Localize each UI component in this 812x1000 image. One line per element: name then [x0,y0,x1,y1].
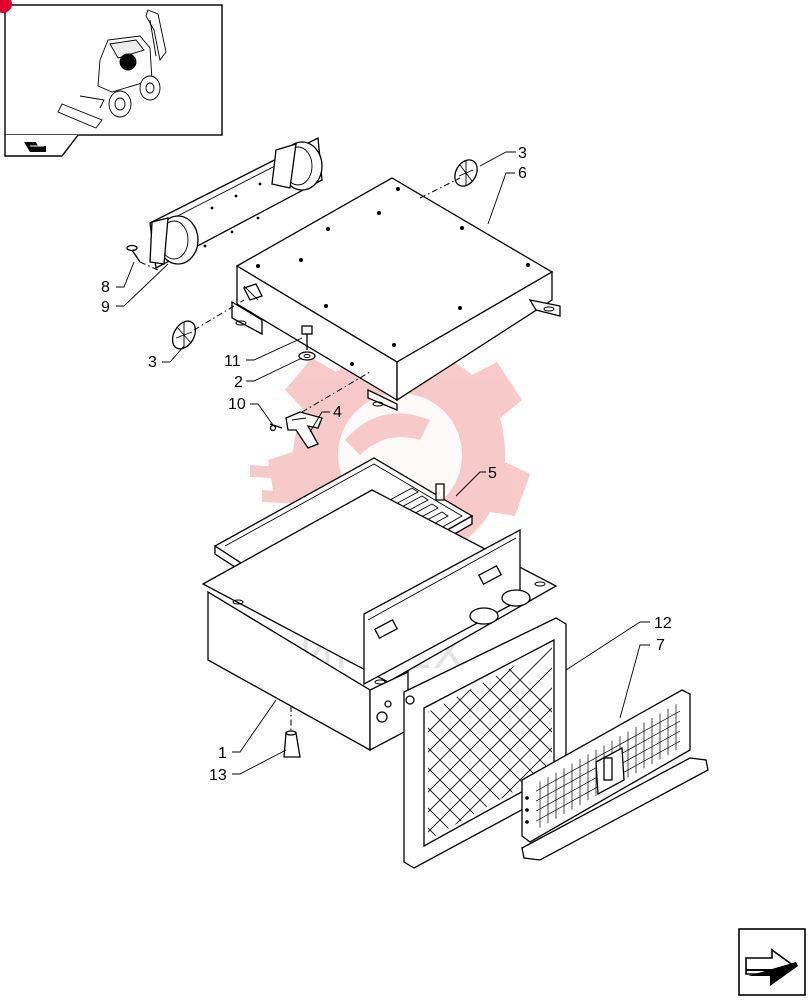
callout-2: 2 [234,374,243,391]
next-page-arrow-icon [745,948,798,986]
callout-5: 5 [488,465,497,482]
latch-screw [269,423,283,432]
thumbnail-panel[interactable] [0,0,223,157]
latch [285,411,323,449]
vent-plate [149,136,323,270]
callout-9: 9 [101,299,110,316]
callout-1: 1 [218,745,227,762]
callout-labels: 3 6 8 9 3 11 2 10 4 5 12 7 1 13 [101,145,672,784]
main-box [201,489,558,752]
screw [126,244,141,263]
next-page-button[interactable] [738,928,806,996]
vent-cap-upper [454,159,478,187]
leader-lines [116,151,650,775]
rubber-foot [283,730,301,758]
callout-6: 6 [518,165,527,182]
washer [298,351,316,361]
callout-8: 8 [101,279,110,296]
callout-12: 11 [224,353,241,370]
backhoe-loader-icon [57,9,167,129]
callout-4: 4 [333,404,342,421]
callout-13: 13 [209,767,227,784]
callout-3-upper: 3 [518,145,527,162]
red-marker-icon [0,0,12,13]
callout-7: 7 [656,637,665,654]
nav-arrow-icon[interactable] [24,142,46,152]
vent-cap-lower [171,320,197,350]
bolt [301,325,313,350]
callout-11: 10 [228,396,246,413]
cover-lid [231,177,561,411]
callout-10: 12 [654,615,672,632]
lid-fastener [243,283,263,301]
callout-3-lower: 3 [148,354,157,371]
